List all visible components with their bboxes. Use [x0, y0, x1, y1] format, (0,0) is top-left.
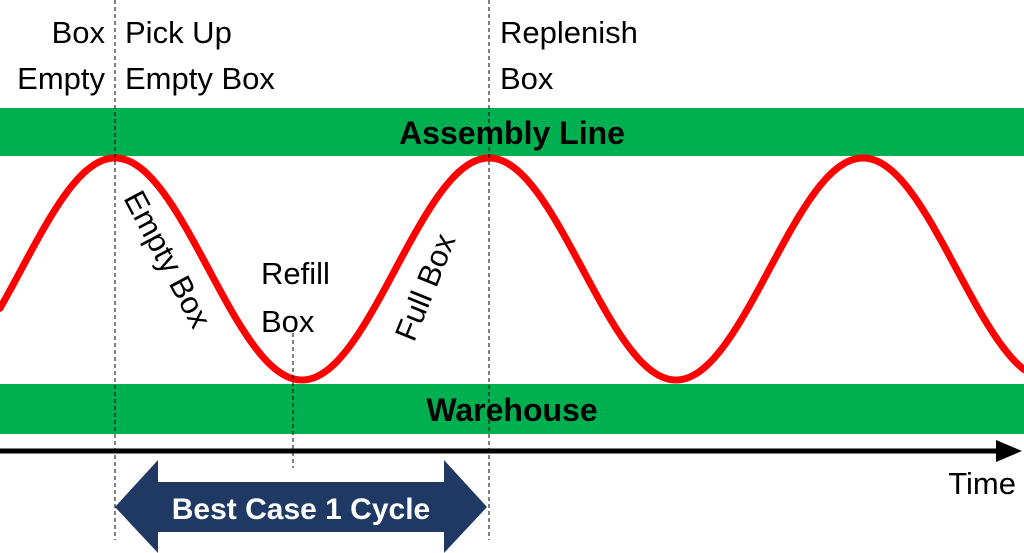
- box-empty-label-line2: Empty: [17, 61, 105, 96]
- warehouse-label: Warehouse: [426, 392, 597, 428]
- time-label: Time: [948, 466, 1016, 501]
- refill-label-line1: Refill: [261, 256, 330, 291]
- assembly-line-band: [0, 108, 1024, 156]
- best-case-cycle-arrow: [115, 460, 487, 553]
- time-axis-arrowhead-icon: [996, 440, 1022, 462]
- best-case-label: Best Case 1 Cycle: [172, 493, 431, 526]
- refill-label-line2: Box: [261, 304, 315, 339]
- pick-up-label-line1: Pick Up: [125, 15, 232, 50]
- box-empty-label-line1: Box: [52, 15, 106, 50]
- replenish-label-line1: Replenish: [500, 15, 638, 50]
- assembly-line-label: Assembly Line: [399, 115, 625, 151]
- warehouse-band: [0, 384, 1024, 434]
- pick-up-label-line2: Empty Box: [125, 61, 275, 96]
- full-box-curve-label: Full Box: [388, 228, 463, 345]
- cycle-wave: [0, 154, 1024, 384]
- replenish-label-line2: Box: [500, 61, 554, 96]
